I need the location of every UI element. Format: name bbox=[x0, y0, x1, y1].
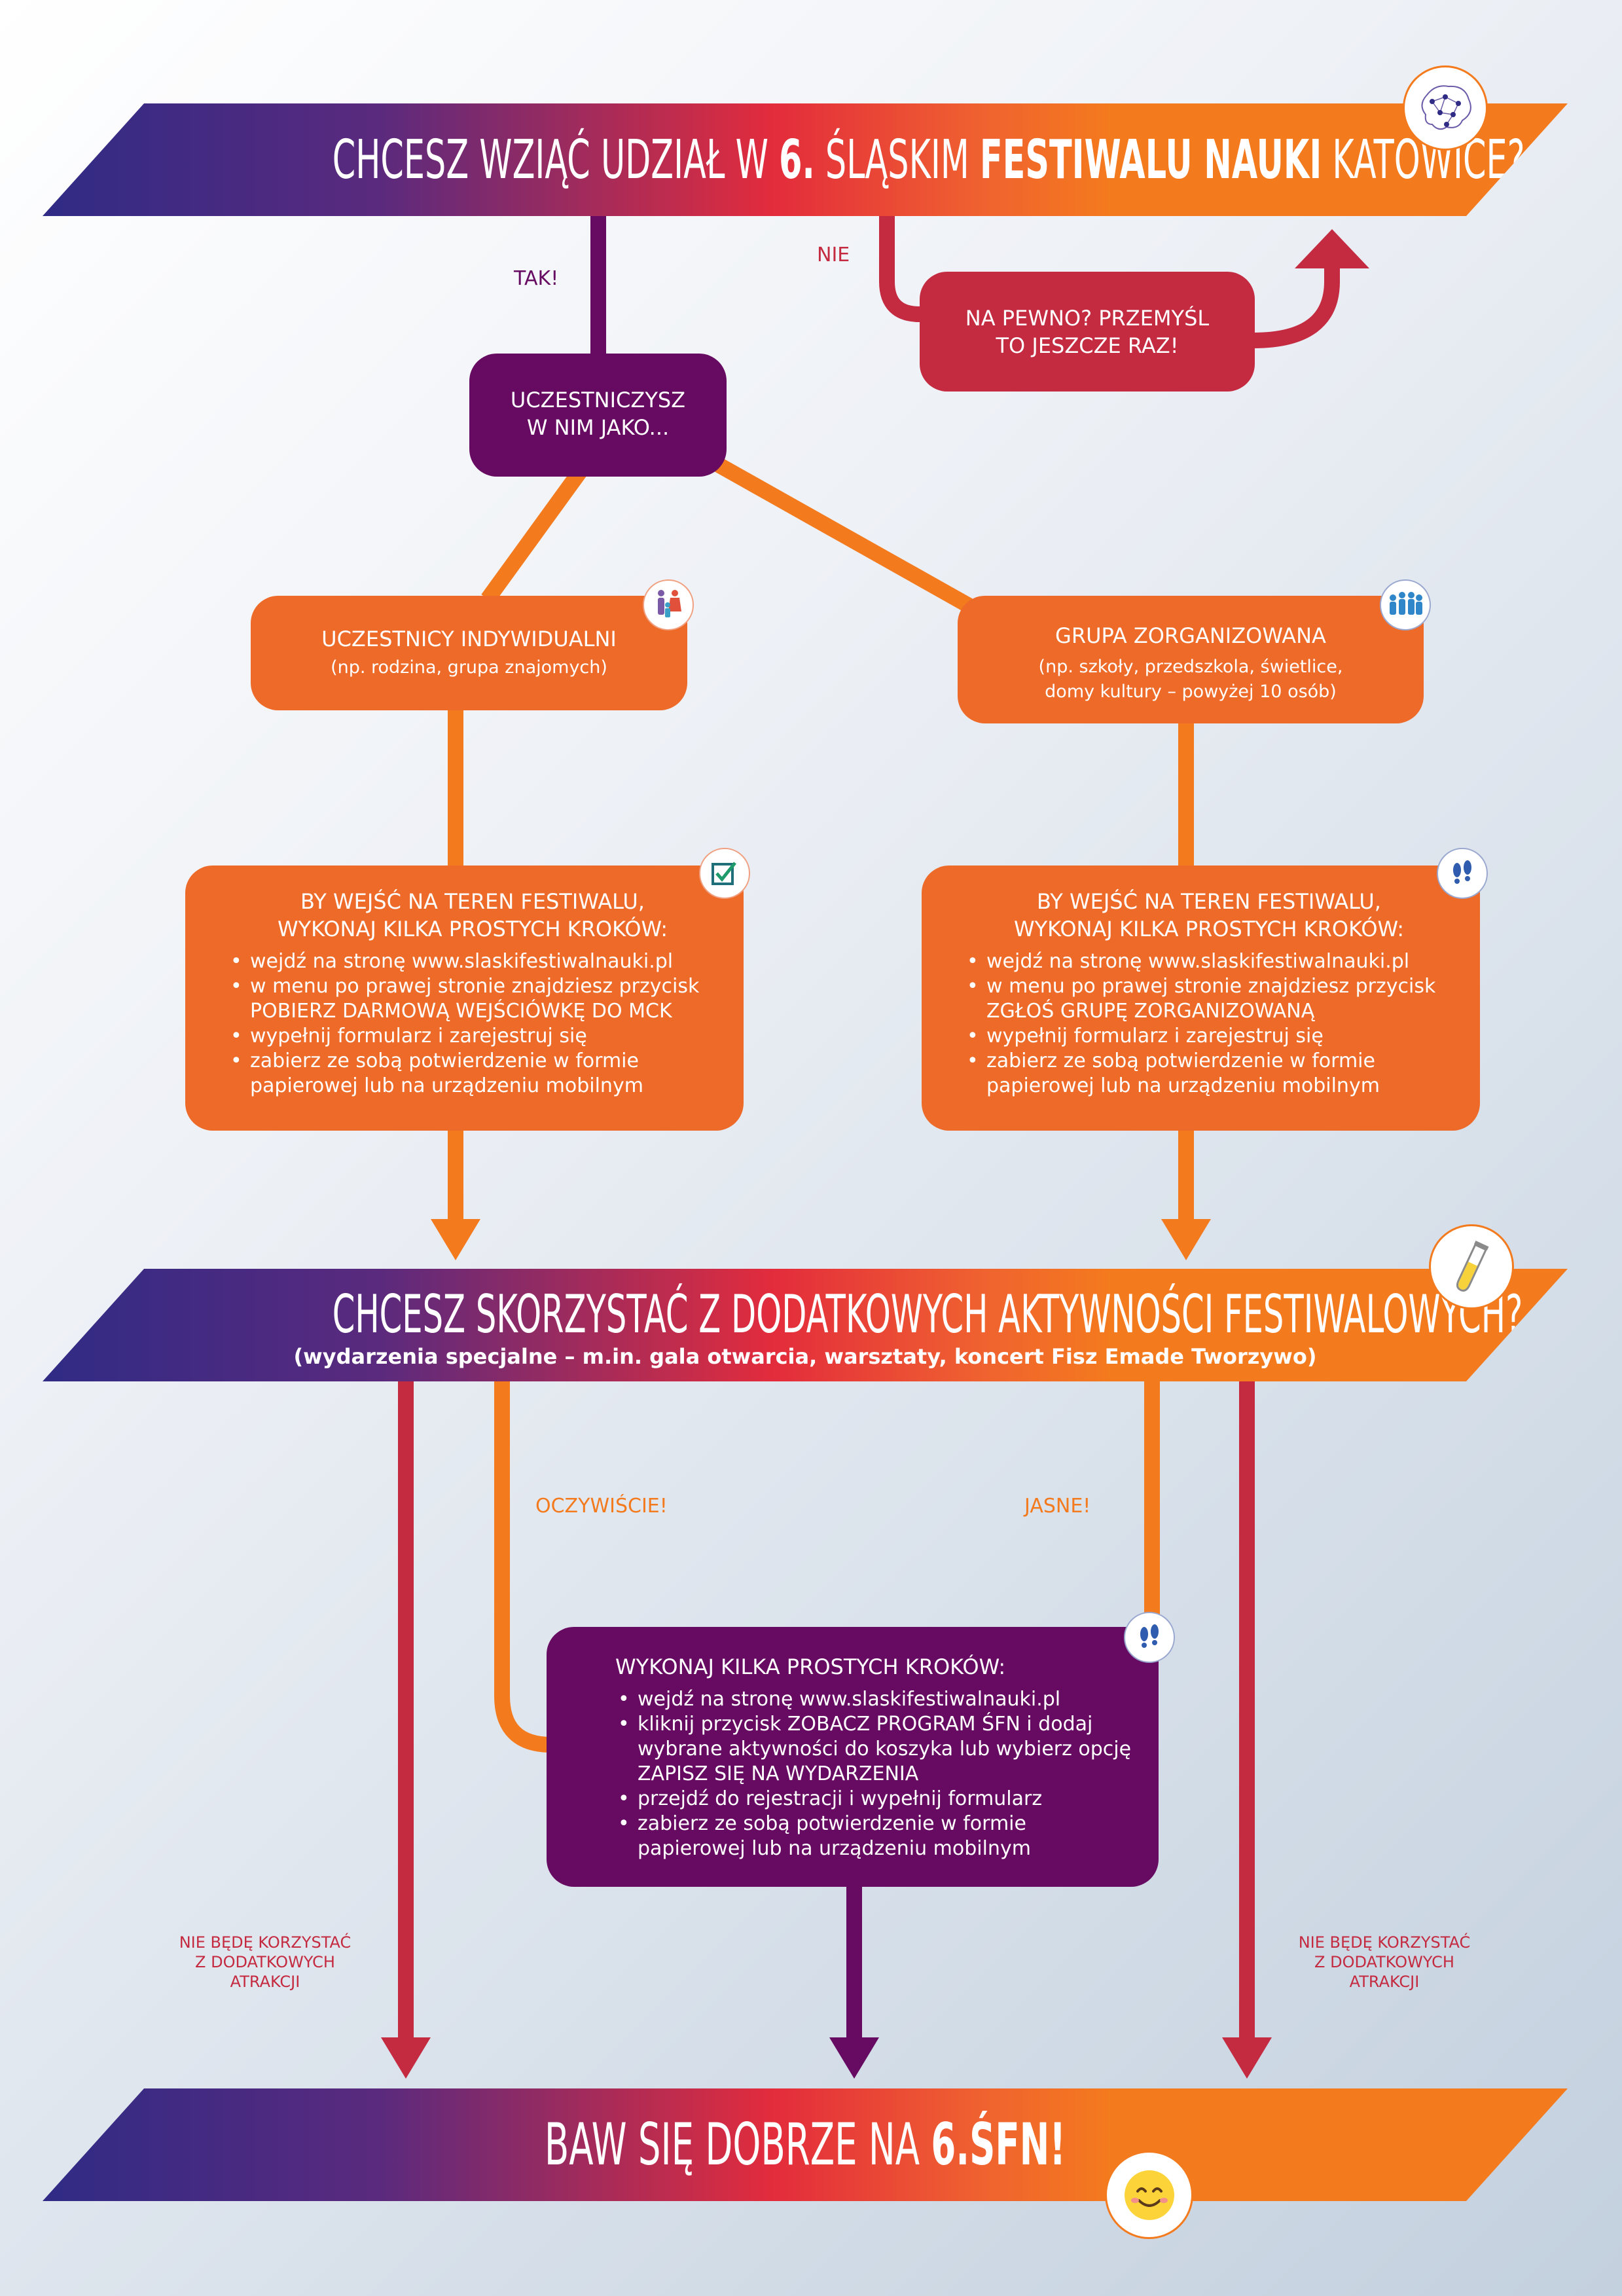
group-steps-heading2: WYKONAJ KILKA PROSTYCH KROKÓW: bbox=[1013, 917, 1405, 941]
participate-line2: W NIM JAKO... bbox=[526, 415, 670, 440]
no-extra-left-label: NIE BĘDĘ KORZYSTAĆ Z DODATKOWYCH ATRAKCJ… bbox=[164, 1933, 367, 1992]
individual-connector bbox=[481, 463, 589, 604]
participate-line1: UCZESTNICZYSZ bbox=[510, 388, 686, 412]
footprints-icon bbox=[1437, 848, 1488, 899]
top-question-title: CHCESZ WZIĄĆ UDZIAŁ W 6. ŚLĄSKIM FESTIWA… bbox=[333, 131, 1278, 190]
group-subtitle1: (np. szkoły, przedszkola, świetlice, bbox=[1038, 657, 1343, 677]
organized-group-box: GRUPA ZORGANIZOWANA (np. szkoły, przedsz… bbox=[958, 596, 1424, 723]
rethink-return-connector bbox=[1253, 265, 1340, 348]
footprints-icon bbox=[1124, 1612, 1175, 1663]
individual-title: UCZESTNICY INDYWIDUALNI bbox=[321, 627, 617, 651]
individual-steps-list: wejdź na stronę www.slaskifestiwalnauki.… bbox=[228, 949, 717, 1099]
individual-step-1: wejdź na stronę www.slaskifestiwalnauki.… bbox=[228, 949, 717, 974]
extra-step-2: kliknij przycisk ZOBACZ PROGRAM ŚFN i do… bbox=[615, 1712, 1132, 1787]
extra-step-4: zabierz ze sobą potwierdzenie w formie p… bbox=[615, 1812, 1132, 1861]
group-step-1: wejdź na stronę www.slaskifestiwalnauki.… bbox=[964, 949, 1454, 974]
no-extra-right-label: NIE BĘDĘ KORZYSTAĆ Z DODATKOWYCH ATRAKCJ… bbox=[1283, 1933, 1486, 1992]
group-title: GRUPA ZORGANIZOWANA bbox=[1055, 623, 1326, 648]
top-question-part1: CHCESZ WZIĄĆ UDZIAŁ W bbox=[332, 129, 780, 191]
family-icon bbox=[643, 579, 694, 630]
mid-question-subtitle: (wydarzenia specjalne – m.in. gala otwar… bbox=[293, 1344, 1317, 1369]
brain-network-icon bbox=[1403, 65, 1488, 151]
rethink-line1: NA PEWNO? PRZEMYŚL bbox=[965, 306, 1210, 331]
top-question-part3: ŚLĄSKIM bbox=[814, 129, 980, 191]
checkbox-icon bbox=[699, 848, 750, 899]
crowd-icon bbox=[1380, 579, 1431, 630]
extra-step-1: wejdź na stronę www.slaskifestiwalnauki.… bbox=[615, 1687, 1132, 1712]
extra-step-3: przejdź do rejestracji i wypełnij formul… bbox=[615, 1787, 1132, 1812]
of-course-label: OCZYWIŚCIE! bbox=[535, 1495, 668, 1518]
no-connector bbox=[879, 216, 923, 322]
individual-participants-box: UCZESTNICY INDYWIDUALNI (np. rodzina, gr… bbox=[251, 596, 687, 710]
no-extra-left-line2: Z DODATKOWYCH bbox=[195, 1953, 335, 1971]
individual-steps-heading1: BY WEJŚĆ NA TEREN FESTIWALU, bbox=[300, 889, 645, 914]
individual-down-arrowhead bbox=[431, 1219, 480, 1260]
extra-activities-steps-box: WYKONAJ KILKA PROSTYCH KROKÓW: wejdź na … bbox=[547, 1627, 1159, 1887]
smiley-icon bbox=[1105, 2151, 1193, 2239]
of-course-connector bbox=[494, 1381, 556, 1753]
group-steps-heading1: BY WEJŚĆ NA TEREN FESTIWALU, bbox=[1037, 889, 1381, 914]
rethink-return-arrowhead bbox=[1295, 229, 1369, 268]
extra-steps-heading: WYKONAJ KILKA PROSTYCH KROKÓW: bbox=[615, 1654, 1006, 1679]
individual-subtitle: (np. rodzina, grupa znajomych) bbox=[331, 657, 607, 678]
bottom-banner-part2: 6.ŚFN! bbox=[931, 2111, 1066, 2178]
individual-step-4: zabierz ze sobą potwierdzenie w formie p… bbox=[228, 1049, 717, 1099]
mid-question-title: CHCESZ SKORZYSTAĆ Z DODATKOWYCH AKTYWNOŚ… bbox=[332, 1284, 1523, 1345]
no-extra-left-arrowhead bbox=[381, 2037, 431, 2079]
extra-down-arrowhead bbox=[829, 2037, 879, 2079]
bottom-banner: BAW SIĘ DOBRZE NA 6.ŚFN! bbox=[43, 2088, 1568, 2201]
no-extra-right-line3: ATRAKCJI bbox=[1349, 1973, 1420, 1991]
test-tube-icon bbox=[1429, 1224, 1514, 1309]
mid-question-banner: CHCESZ SKORZYSTAĆ Z DODATKOWYCH AKTYWNOŚ… bbox=[43, 1269, 1568, 1381]
rethink-box: NA PEWNO? PRZEMYŚL TO JESZCZE RAZ! bbox=[920, 272, 1255, 392]
group-connector bbox=[703, 451, 973, 613]
rethink-line2: TO JESZCZE RAZ! bbox=[996, 333, 1179, 358]
group-step-4: zabierz ze sobą potwierdzenie w formie p… bbox=[964, 1049, 1454, 1099]
no-extra-left-line1: NIE BĘDĘ KORZYSTAĆ bbox=[179, 1933, 351, 1952]
group-down-arrowhead bbox=[1161, 1219, 1211, 1260]
individual-step-3: wypełnij formularz i zarejestruj się bbox=[228, 1024, 717, 1049]
group-steps-box: BY WEJŚĆ NA TEREN FESTIWALU, WYKONAJ KIL… bbox=[922, 866, 1480, 1131]
bottom-banner-title: BAW SIĘ DOBRZE NA 6.ŚFN! bbox=[333, 2113, 1278, 2176]
sure-label: JASNE! bbox=[1024, 1495, 1091, 1518]
top-question-part4: FESTIWALU NAUKI bbox=[979, 129, 1322, 191]
top-question-banner: CHCESZ WZIĄĆ UDZIAŁ W 6. ŚLĄSKIM FESTIWA… bbox=[43, 103, 1568, 216]
bottom-banner-part1: BAW SIĘ DOBRZE NA bbox=[544, 2111, 931, 2178]
no-label: NIE bbox=[817, 244, 850, 266]
no-extra-right-line2: Z DODATKOWYCH bbox=[1314, 1953, 1454, 1971]
yes-label: TAK! bbox=[514, 267, 559, 290]
no-extra-left-line3: ATRAKCJI bbox=[230, 1973, 300, 1991]
participate-as-box: UCZESTNICZYSZ W NIM JAKO... bbox=[469, 354, 727, 477]
group-step-2: w menu po prawej stronie znajdziesz przy… bbox=[964, 974, 1454, 1024]
group-step-3: wypełnij formularz i zarejestruj się bbox=[964, 1024, 1454, 1049]
extra-steps-list: wejdź na stronę www.slaskifestiwalnauki.… bbox=[615, 1687, 1132, 1861]
no-extra-right-arrowhead bbox=[1222, 2037, 1272, 2079]
individual-step-2: w menu po prawej stronie znajdziesz przy… bbox=[228, 974, 717, 1024]
group-steps-list: wejdź na stronę www.slaskifestiwalnauki.… bbox=[964, 949, 1454, 1099]
no-extra-right-line1: NIE BĘDĘ KORZYSTAĆ bbox=[1298, 1933, 1471, 1952]
individual-steps-heading2: WYKONAJ KILKA PROSTYCH KROKÓW: bbox=[277, 917, 668, 941]
top-question-part2: 6. bbox=[779, 129, 815, 191]
individual-steps-box: BY WEJŚĆ NA TEREN FESTIWALU, WYKONAJ KIL… bbox=[185, 866, 744, 1131]
group-subtitle2: domy kultury – powyżej 10 osób) bbox=[1045, 682, 1337, 702]
